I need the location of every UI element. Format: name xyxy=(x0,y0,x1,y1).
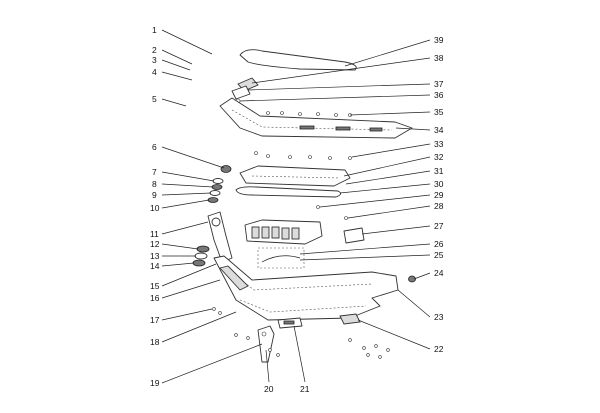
leader-lines xyxy=(161,29,431,384)
callout-25: 25 xyxy=(434,250,444,260)
callout-labels: 1 2 3 4 5 6 7 8 9 10 11 12 13 14 15 16 1… xyxy=(150,25,444,394)
kickstand xyxy=(257,325,275,363)
callout-32: 32 xyxy=(434,152,444,162)
main-frame-lower-rail xyxy=(239,299,367,313)
tray-seal-gasket xyxy=(235,186,341,198)
callout-15: 15 xyxy=(150,281,160,291)
lower-bearing-ring xyxy=(196,245,210,253)
deck-cover-slot xyxy=(335,126,351,131)
screw-row-middle xyxy=(254,151,352,160)
stem-clamp xyxy=(207,211,233,263)
callout-13: 13 xyxy=(150,251,160,261)
callout-23: 23 xyxy=(434,312,444,322)
callout-4: 4 xyxy=(152,67,157,77)
callout-31: 31 xyxy=(434,166,444,176)
callout-36: 36 xyxy=(434,90,444,100)
stem-clamp-bore xyxy=(211,217,221,227)
callout-35: 35 xyxy=(434,107,444,117)
callout-9: 9 xyxy=(152,190,157,200)
frame-side-rail xyxy=(219,265,249,291)
front-clip-part xyxy=(231,85,251,100)
battery-tray-cover-rim xyxy=(251,175,341,179)
callout-7: 7 xyxy=(152,167,157,177)
callout-8: 8 xyxy=(152,179,157,189)
callout-10: 10 xyxy=(150,203,160,213)
callout-16: 16 xyxy=(150,293,160,303)
callout-28: 28 xyxy=(434,201,444,211)
callout-3: 3 xyxy=(152,55,157,65)
main-frame-inner-rail xyxy=(227,269,373,291)
headset-ring xyxy=(211,184,223,190)
callout-39: 39 xyxy=(434,35,444,45)
screw-row-top xyxy=(266,111,352,117)
callout-27: 27 xyxy=(434,221,444,231)
callout-20: 20 xyxy=(264,384,274,394)
callout-37: 37 xyxy=(434,79,444,89)
callout-6: 6 xyxy=(152,142,157,152)
headset-cup xyxy=(220,165,232,173)
kickstand-pivot xyxy=(261,331,267,337)
controller-module xyxy=(343,227,365,244)
rear-plate xyxy=(339,313,361,325)
cable-inset-box xyxy=(257,247,305,269)
loose-screws xyxy=(212,307,390,359)
tray-screw xyxy=(344,216,348,220)
callout-18: 18 xyxy=(150,337,160,347)
lower-bearing-ring xyxy=(192,259,206,267)
callout-38: 38 xyxy=(434,53,444,63)
callout-21: 21 xyxy=(300,384,310,394)
callout-1: 1 xyxy=(152,25,157,35)
callout-2: 2 xyxy=(152,45,157,55)
tray-screw xyxy=(316,205,320,209)
callout-14: 14 xyxy=(150,261,160,271)
callout-19: 19 xyxy=(150,378,160,388)
deck-grip-strip xyxy=(239,49,357,71)
callout-33: 33 xyxy=(434,139,444,149)
main-frame xyxy=(213,255,399,321)
headset-ring xyxy=(212,178,224,184)
callout-11: 11 xyxy=(150,229,159,239)
callout-30: 30 xyxy=(434,179,444,189)
deck-cover xyxy=(219,97,413,139)
kickstand-bracket-slot xyxy=(283,320,295,325)
headset-ring xyxy=(209,190,221,196)
callout-29: 29 xyxy=(434,190,444,200)
headset-ring xyxy=(207,197,219,203)
deck-cover-slot xyxy=(299,125,315,130)
callout-17: 17 xyxy=(150,315,160,325)
callout-12: 12 xyxy=(150,239,160,249)
axle-nut xyxy=(408,275,416,283)
callout-5: 5 xyxy=(152,94,157,104)
battery-tray-cover xyxy=(239,165,351,187)
callout-34: 34 xyxy=(434,125,444,135)
cable xyxy=(261,255,301,263)
deck-cover-slot xyxy=(369,127,383,132)
callout-24: 24 xyxy=(434,268,444,278)
parts-drawing xyxy=(192,49,416,363)
callout-22: 22 xyxy=(434,344,444,354)
callout-26: 26 xyxy=(434,239,444,249)
lower-bearing-ring xyxy=(194,252,208,260)
battery-cells xyxy=(251,226,300,240)
